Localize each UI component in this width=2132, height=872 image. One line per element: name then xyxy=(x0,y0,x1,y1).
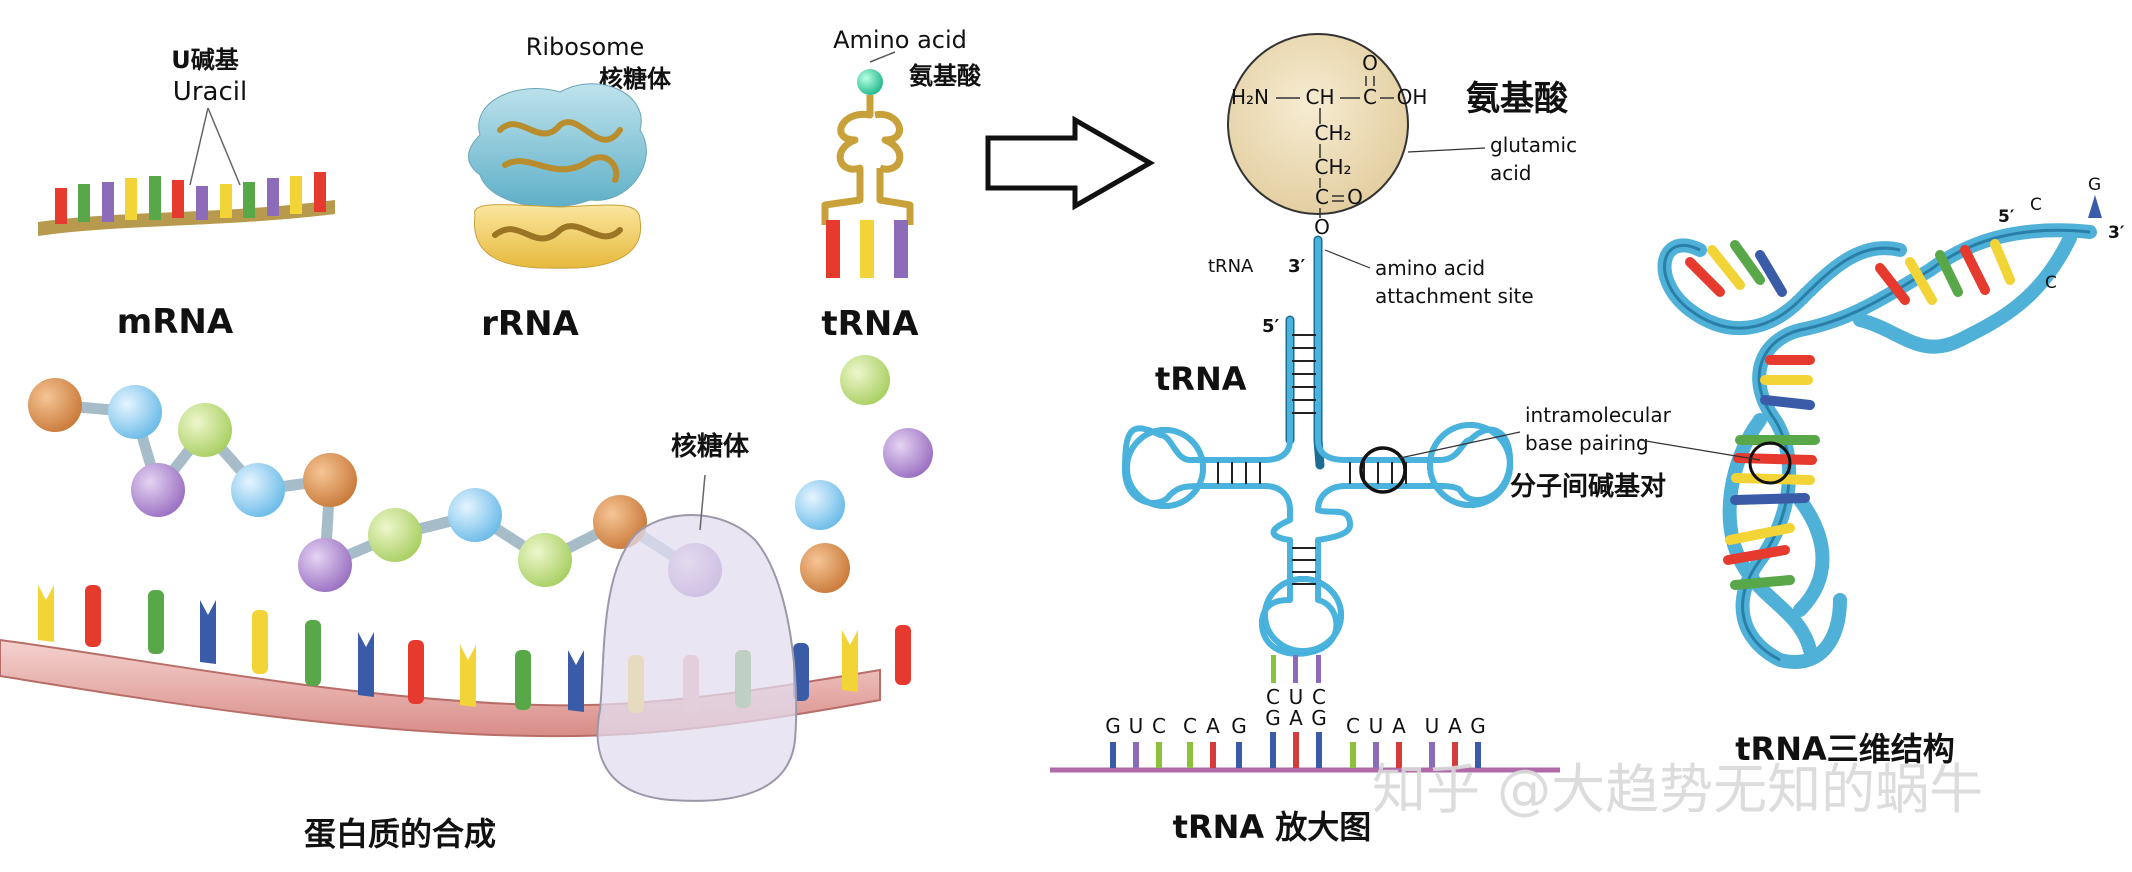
acid-label: acid xyxy=(1490,161,1532,185)
formula-o-bot: O xyxy=(1347,185,1363,209)
trna-enlarged-caption: tRNA 放大图 xyxy=(1173,808,1372,846)
trna-3d-c2: C xyxy=(2045,273,2057,293)
formula-h2n: H₂N xyxy=(1231,85,1269,109)
synthesis-caption: 蛋白质的合成 xyxy=(304,815,496,853)
codon-base-15: G xyxy=(1470,714,1486,738)
rrna-illustration: Ribosome 核糖体 rRNA xyxy=(468,33,672,344)
trna-3d-highlight-circle xyxy=(1748,441,1792,485)
uracil-label-cn: U碱基 xyxy=(171,46,239,74)
glutamic-label: glutamic xyxy=(1490,133,1577,157)
trna-3d-structure: 5′ C C G 3′ tRNA三维结构 xyxy=(1639,175,2125,768)
formula-bonds xyxy=(1276,76,1394,218)
watermark: 知乎 @大趋势无知的蜗牛 xyxy=(1372,758,1983,821)
formula-c-top: C xyxy=(1363,85,1377,109)
trna-3d-ribbons xyxy=(1657,223,2097,669)
codon-bars xyxy=(1110,732,1481,768)
trna-small-label: tRNA xyxy=(1208,256,1254,277)
uracil-label-en: Uracil xyxy=(173,77,247,107)
trna-3d-ribbon-edges xyxy=(1663,228,2091,662)
trna-3d-g: G xyxy=(2088,175,2101,195)
codon-base-2: U xyxy=(1129,714,1144,738)
amino-acid-structure: H₂N CH C O OH CH₂ CH₂ C O O 氨基酸 glutamic… xyxy=(1227,33,1577,239)
codon-base-5: A xyxy=(1206,714,1220,738)
ribosome-translucent xyxy=(596,514,798,802)
trna-big-label: tRNA xyxy=(1155,360,1247,398)
arrow-right-icon xyxy=(985,115,1156,211)
codon-base-6: G xyxy=(1231,714,1247,738)
formula-c-bot: C xyxy=(1315,185,1329,209)
five-prime-label: 5′ xyxy=(1262,316,1280,337)
attachment-label-2: attachment site xyxy=(1375,284,1534,308)
codon-base-14: A xyxy=(1448,714,1462,738)
formula-oh: OH xyxy=(1397,85,1428,109)
amino-acid-label-cn: 氨基酸 xyxy=(909,62,982,90)
amino-acid-title: 氨基酸 xyxy=(1466,79,1569,119)
trna-small-body xyxy=(821,95,914,225)
codon-base-3: C xyxy=(1152,714,1166,738)
codon-row: G U C C A G G A G C U A U A G xyxy=(1105,706,1486,738)
amino-acid-label-en: Amino acid xyxy=(833,26,967,54)
protein-synthesis-illustration: 核糖体 蛋白质的合成 xyxy=(0,355,933,853)
trna-3d-three-prime: 3′ xyxy=(2108,223,2125,243)
codon-base-13: U xyxy=(1425,714,1440,738)
codon-base-11: U xyxy=(1369,714,1384,738)
codon-base-9: G xyxy=(1311,706,1327,730)
codon-base-8: A xyxy=(1289,706,1303,730)
anticodon: C U C xyxy=(1266,655,1326,709)
trna-3d-bases xyxy=(1685,239,2015,590)
ribosome-small-subunit xyxy=(473,204,642,269)
mrna-bases xyxy=(55,172,326,224)
intramolecular-label-1: intramolecular xyxy=(1525,403,1672,427)
anticodon-base-3: C xyxy=(1312,685,1326,709)
codon-base-12: A xyxy=(1392,714,1406,738)
ribosome-label: 核糖体 xyxy=(671,431,750,462)
uracil-pointer-lines xyxy=(189,107,241,186)
formula-ch2-2: CH₂ xyxy=(1314,155,1351,179)
intermolecular-pairing-label: 分子间碱基对 xyxy=(1510,472,1666,502)
attachment-label-1: amino acid xyxy=(1375,256,1485,280)
mrna-name: mRNA xyxy=(117,302,234,342)
intramolecular-label-2: base pairing xyxy=(1525,431,1649,455)
formula-ch: CH xyxy=(1305,85,1334,109)
amino-acid-circle xyxy=(1227,33,1409,215)
codon-base-7: G xyxy=(1265,706,1281,730)
codon-base-4: C xyxy=(1183,714,1197,738)
three-prime-label: 3′ xyxy=(1288,256,1306,277)
formula-o-top: O xyxy=(1362,51,1378,75)
free-amino-acids xyxy=(795,355,933,593)
mrna-backbone xyxy=(38,200,335,236)
codon-base-10: C xyxy=(1346,714,1360,738)
rrna-name: rRNA xyxy=(481,304,579,344)
trna-cloverleaf: tRNA 3′ 5′ amino acid attachment site tR… xyxy=(1050,235,1672,846)
anticodon-base-1: C xyxy=(1266,685,1280,709)
trna-3d-five-prime: 5′ xyxy=(1998,207,2015,227)
trna-name: tRNA xyxy=(821,304,919,344)
codon-base-1: G xyxy=(1105,714,1121,738)
anticodon-base-2: U xyxy=(1289,685,1304,709)
ribosome-label-en: Ribosome xyxy=(526,33,645,61)
base-pair-highlight-circle xyxy=(1359,446,1407,494)
amino-acid-ball xyxy=(857,69,883,95)
trna-3d-caption: tRNA三维结构 xyxy=(1735,730,1955,768)
trna-small-illustration: Amino acid 氨基酸 tRNA xyxy=(821,26,982,344)
formula-o-link: O xyxy=(1314,215,1330,239)
mrna-illustration: U碱基 Uracil mRNA xyxy=(38,46,335,342)
formula-ch2-1: CH₂ xyxy=(1314,121,1351,145)
trna-3d-c1: C xyxy=(2030,195,2042,215)
ribosome-large-subunit xyxy=(468,83,647,208)
